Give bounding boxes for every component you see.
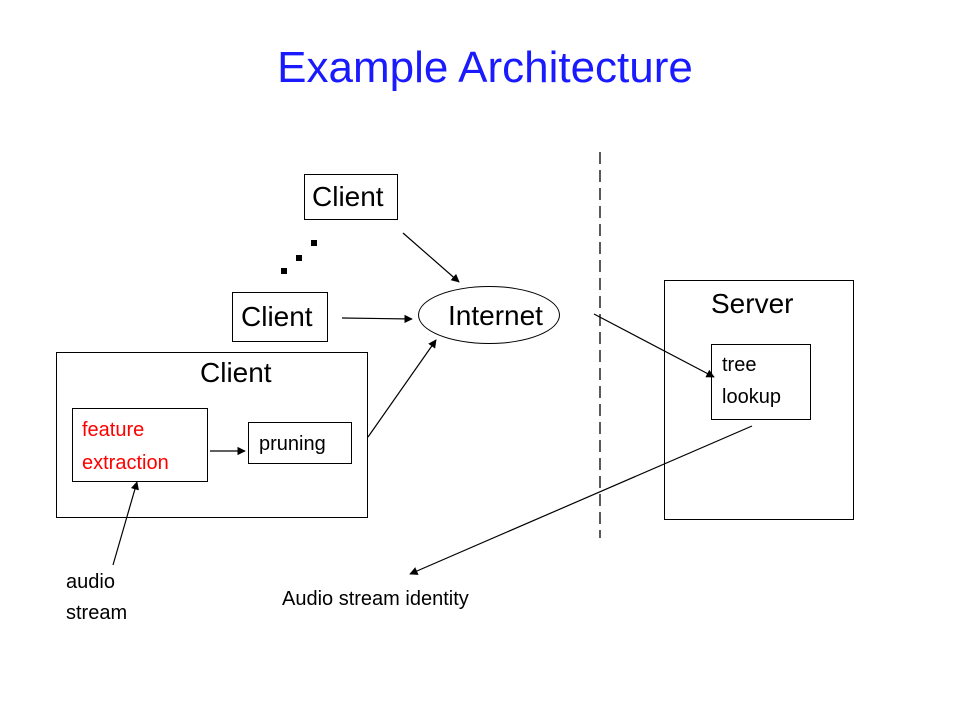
arrow-audio-to-feature <box>112 481 139 566</box>
tree-lookup-box: tree lookup <box>711 344 811 420</box>
client-top-label: Client <box>312 181 384 212</box>
audio-stream-label-line1: audio <box>66 571 115 593</box>
client-top-box: Client <box>304 174 398 220</box>
arrow-client-middle-to-internet <box>341 314 413 324</box>
pruning-label: pruning <box>259 433 326 455</box>
page-title: Example Architecture <box>277 43 693 92</box>
arrow-client-top-to-internet <box>402 232 460 283</box>
tree-lookup-label-line1: tree <box>722 354 757 376</box>
client-middle-box: Client <box>232 292 328 342</box>
ellipsis-dot-3 <box>311 240 317 246</box>
client-main-label: Client <box>200 357 272 388</box>
feature-extraction-label-line1: feature <box>82 419 145 441</box>
server-label: Server <box>711 288 794 319</box>
feature-extraction-box: feature extraction <box>72 408 208 482</box>
ellipsis-dot-1 <box>281 268 287 274</box>
arrow-pruning-to-internet <box>367 339 437 438</box>
pruning-box: pruning <box>248 422 352 464</box>
client-middle-label: Client <box>241 301 313 332</box>
tree-lookup-label-line2: lookup <box>722 386 781 408</box>
audio-stream-identity-label: Audio stream identity <box>282 588 469 610</box>
feature-extraction-label-line2: extraction <box>82 452 169 474</box>
internet-node: Internet <box>418 286 560 344</box>
internet-label: Internet <box>448 300 543 331</box>
audio-stream-label-line2: stream <box>66 602 128 624</box>
arrow-tree-lookup-to-result <box>409 425 753 575</box>
ellipsis-dot-2 <box>296 255 302 261</box>
arrow-internet-to-tree-lookup <box>593 313 715 378</box>
